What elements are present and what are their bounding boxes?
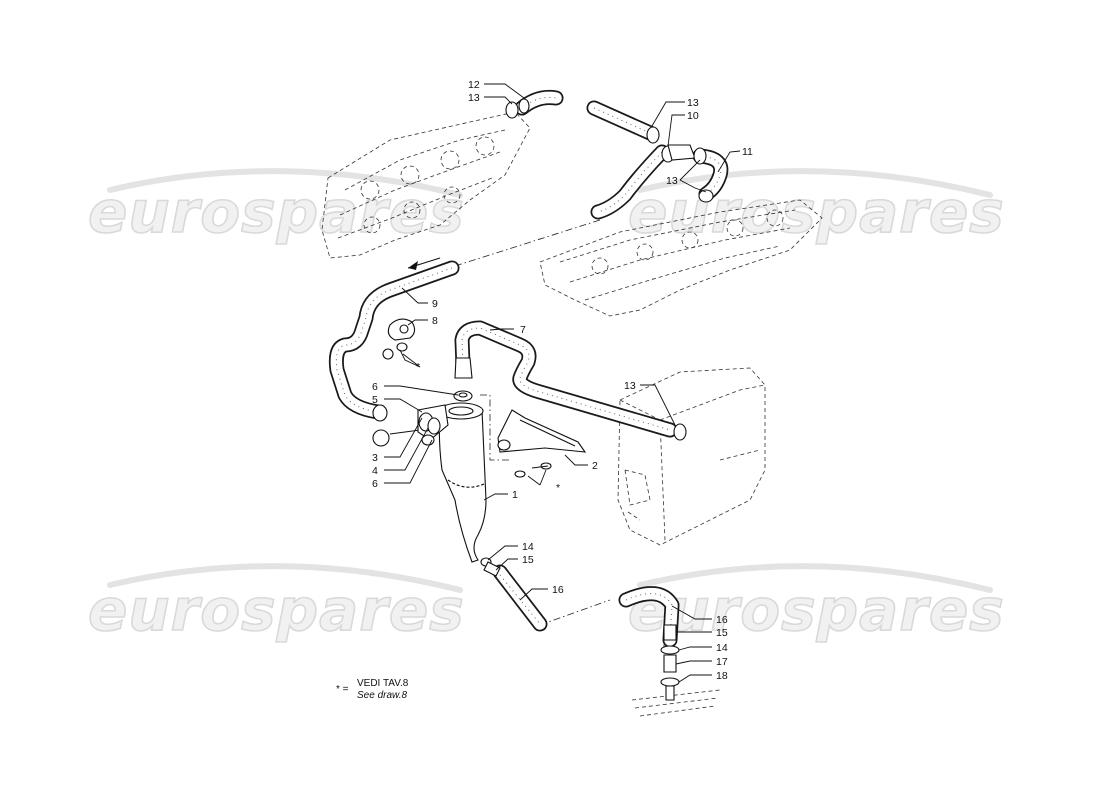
watermark-outline-bottom-right: eurospares: [628, 576, 1005, 644]
part-label-8: 8: [432, 315, 438, 327]
watermark-swoosh: [107, 168, 463, 198]
part-label-3: 3: [372, 452, 378, 464]
part-label-4: 4: [372, 465, 378, 477]
part-label-15: 15: [716, 627, 728, 639]
hose-7: [454, 320, 678, 438]
clamps: [372, 98, 714, 447]
leader-lines: [384, 83, 741, 683]
watermark-text-bottom-right: eurospares: [628, 576, 1005, 644]
part-label-7: 7: [520, 324, 526, 336]
part-label-10: 10: [687, 110, 699, 122]
part-labels: 12 13 13 10 11 13 9 8 7 * 6 5 13 3 4 6 2…: [372, 79, 753, 682]
watermark-text-bottom-left: eurospares: [88, 576, 465, 644]
watermark-outline-bottom-left: eurospares: [88, 576, 465, 644]
hose-13-straight-top: [586, 100, 658, 141]
part-label-14: 14: [716, 642, 728, 654]
part-label-6: 6: [372, 381, 378, 393]
hose-16-right: [618, 586, 680, 648]
part-label-13: 13: [666, 175, 678, 187]
footnote-line-english: See draw.8: [357, 690, 407, 701]
part-label-16: 16: [716, 614, 728, 626]
watermark-swoosh: [637, 563, 993, 593]
part-label-13: 13: [687, 97, 699, 109]
fittings-stack-right: [660, 624, 680, 701]
part-label-5: 5: [372, 394, 378, 406]
part-label-1: 1: [512, 489, 518, 501]
hose-11: [692, 148, 729, 202]
ghost-cylinder-head-left: [321, 111, 531, 259]
footnote: * = VEDI TAV.8 See draw.8: [336, 678, 409, 701]
part-label-17: 17: [716, 656, 728, 668]
hose-16-left: [492, 564, 548, 632]
part-label-see-draw: *: [416, 361, 420, 373]
part-label-15: 15: [522, 554, 534, 566]
part-label-2: 2: [592, 460, 598, 472]
oil-separator-tank: [417, 402, 487, 563]
watermark-swoosh: [637, 168, 993, 198]
part-label-9: 9: [432, 298, 438, 310]
part-label-16: 16: [552, 584, 564, 596]
part-label-14: 14: [522, 541, 534, 553]
part-label-13: 13: [624, 380, 636, 392]
part-label-6: 6: [372, 478, 378, 490]
watermark-outline-top-left: eurospares: [88, 178, 465, 246]
part-label-13: 13: [468, 92, 480, 104]
watermark-text-top-right: eurospares: [628, 178, 1005, 246]
watermark-outline-top-right: eurospares: [628, 178, 1005, 246]
ghost-oil-sump-block: [617, 367, 766, 546]
part-label-see-draw: *: [556, 482, 560, 494]
watermark-swoosh: [107, 563, 463, 593]
footnote-line-italian: VEDI TAV.8: [357, 678, 409, 689]
watermark-text-top-left: eurospares: [88, 178, 465, 246]
watermark-group: eurospares eurospares eurospares eurospa…: [87, 168, 1005, 645]
ghost-base-fitting: [631, 689, 721, 717]
part-label-11: 11: [742, 146, 753, 158]
footnote-symbol: * =: [336, 684, 349, 695]
part-label-12: 12: [468, 79, 480, 91]
bracket: [497, 409, 587, 478]
ghost-cylinder-head-right: [539, 199, 823, 317]
hose-10-bend: [590, 144, 670, 220]
flow-arrow: [407, 257, 441, 270]
part-label-18: 18: [716, 670, 728, 682]
fittings-14-15-left: [480, 557, 501, 577]
hose-9: [328, 260, 460, 420]
